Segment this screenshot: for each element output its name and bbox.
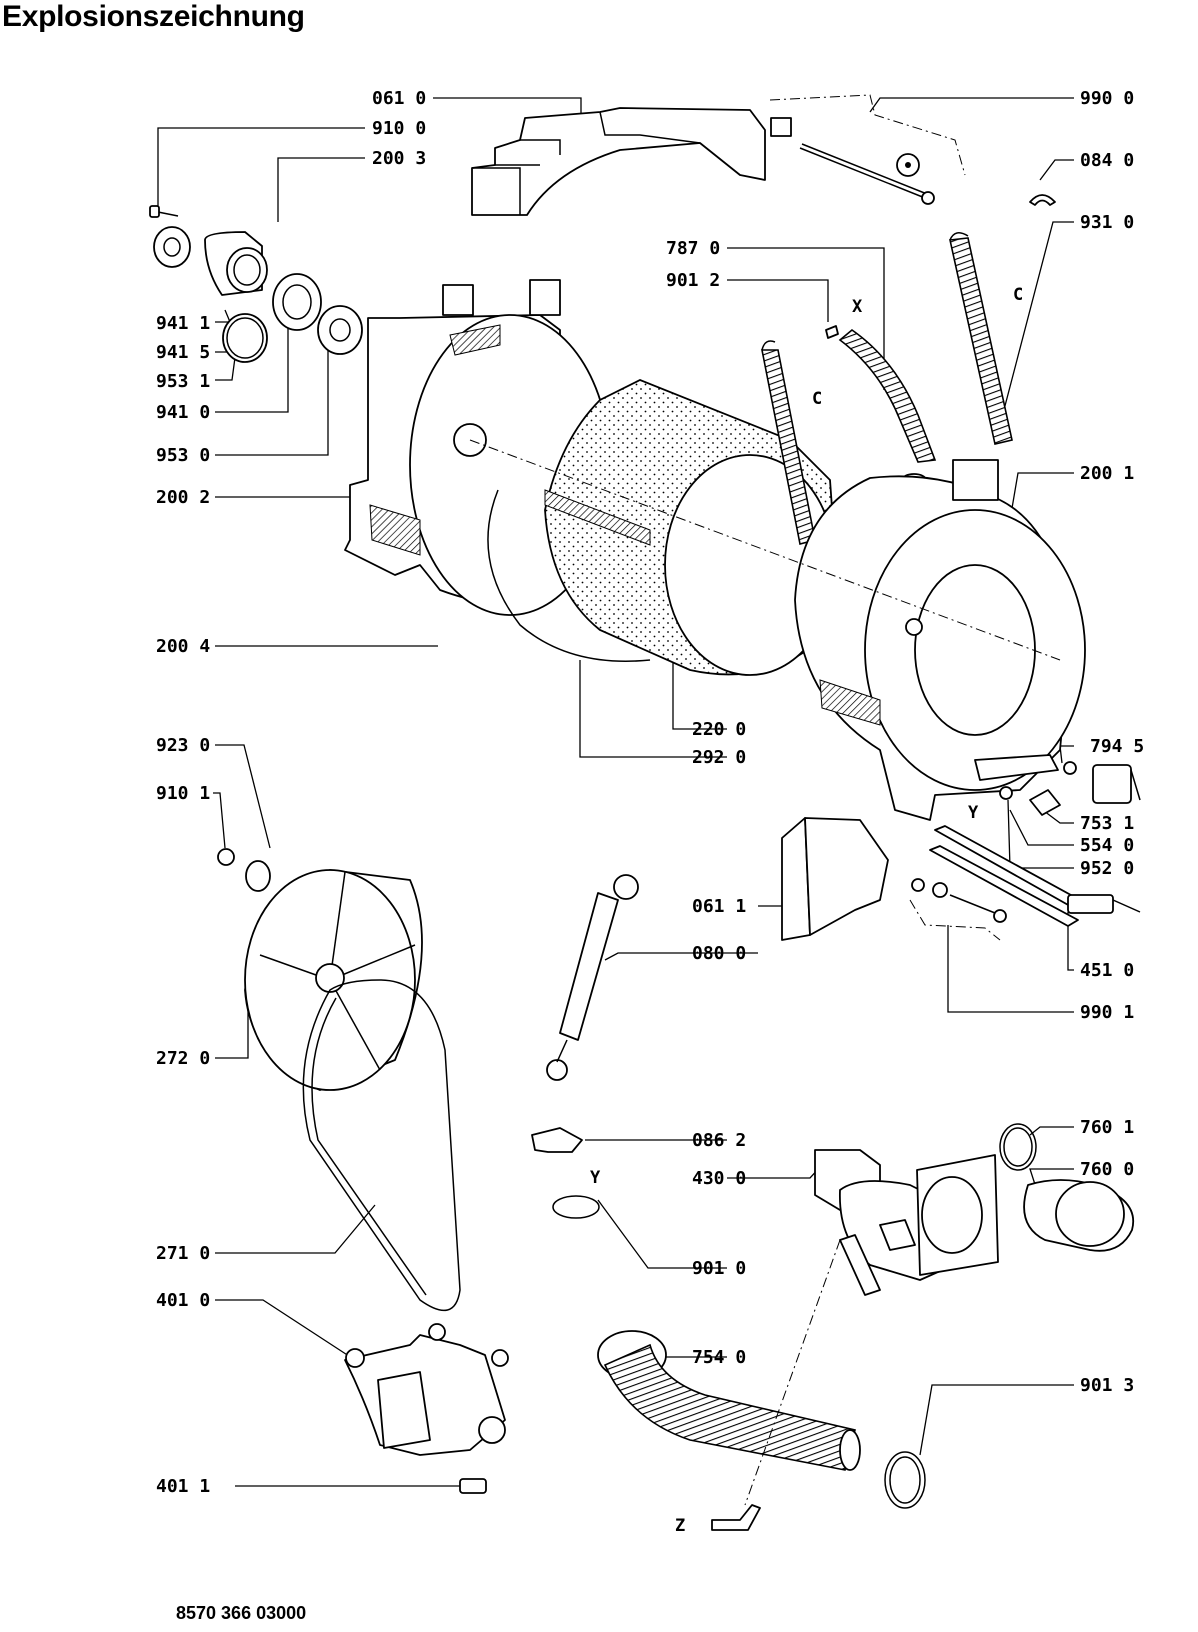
bearing-set [153,226,363,363]
marker-c-right: C [1013,285,1023,305]
label-901-2: 901 2 [666,270,720,291]
label-451-0: 451 0 [1080,960,1134,981]
label-200-2: 200 2 [156,487,210,508]
label-401-1: 401 1 [156,1476,210,1497]
label-430-0: 430 0 [692,1168,746,1189]
marker-x: X [852,297,863,317]
page-title: Explosionszeichnung [2,0,305,33]
label-760-0: 760 0 [1080,1159,1134,1180]
label-923-0: 923 0 [156,735,210,756]
label-220-0: 220 0 [692,719,746,740]
label-754-0: 754 0 [692,1347,746,1368]
label-200-3: 200 3 [372,148,426,169]
label-292-0: 292 0 [692,747,746,768]
label-952-0: 952 0 [1080,858,1134,879]
drive-belt-part [302,979,461,1312]
clamp-ring-part [552,1195,600,1219]
bracket-part [781,817,889,941]
label-200-1: 200 1 [1080,463,1134,484]
motor-part [344,1323,509,1456]
label-990-1: 990 1 [1080,1002,1134,1023]
inlet-hose-part [838,328,937,487]
springs-part [761,232,1013,545]
marker-y-front: Y [968,803,979,823]
label-941-5: 941 5 [156,342,210,363]
label-931-0: 931 0 [1080,212,1134,233]
label-084-0: 084 0 [1080,150,1134,171]
label-272-0: 272 0 [156,1048,210,1069]
label-901-0: 901 0 [692,1258,746,1279]
part-labels: 061 0 910 0 200 3 941 1 941 5 953 1 941 … [156,88,1144,1497]
marker-y-ring: Y [590,1168,601,1188]
label-401-0: 401 0 [156,1290,210,1311]
hose-clamp-part [825,325,839,339]
hose-clamp-ring-part [884,1451,926,1509]
filter-part [999,1123,1135,1252]
label-990-0: 990 0 [1080,88,1134,109]
drain-pump-part [814,1149,999,1296]
clip-part [1029,194,1056,206]
label-794-5: 794 5 [1090,736,1144,757]
label-271-0: 271 0 [156,1243,210,1264]
shock-absorber-part [546,874,639,1081]
label-086-2: 086 2 [692,1130,746,1151]
suspension-rod-part [769,94,966,205]
document-number: 8570 366 03000 [176,1603,307,1623]
front-tub-part [794,459,1086,821]
label-753-1: 753 1 [1080,813,1134,834]
top-cover-part [471,107,766,216]
label-061-1: 061 1 [692,896,746,917]
centerline-drum [469,439,1061,661]
label-200-4: 200 4 [156,636,210,657]
label-910-1: 910 1 [156,783,210,804]
centerline-drain [744,1239,841,1506]
tub-seal-part [487,489,651,662]
pulley-part [217,848,423,1091]
label-910-0: 910 0 [372,118,426,139]
label-941-1: 941 1 [156,313,210,334]
label-080-0: 080 0 [692,943,746,964]
label-760-1: 760 1 [1080,1117,1134,1138]
sensor-parts [999,761,1141,816]
drain-hose-part [597,1330,861,1531]
marker-z: Z [675,1516,685,1536]
marker-c-left: C [812,389,822,409]
label-953-0: 953 0 [156,445,210,466]
label-941-0: 941 0 [156,402,210,423]
heater-part [909,825,1141,941]
label-554-0: 554 0 [1080,835,1134,856]
label-901-3: 901 3 [1080,1375,1134,1396]
label-061-0: 061 0 [372,88,426,109]
motor-clip-part [459,1478,487,1494]
label-953-1: 953 1 [156,371,210,392]
bolt-part [149,205,179,218]
label-787-0: 787 0 [666,238,720,259]
holder-part [531,1127,583,1153]
drum-part [544,379,841,676]
